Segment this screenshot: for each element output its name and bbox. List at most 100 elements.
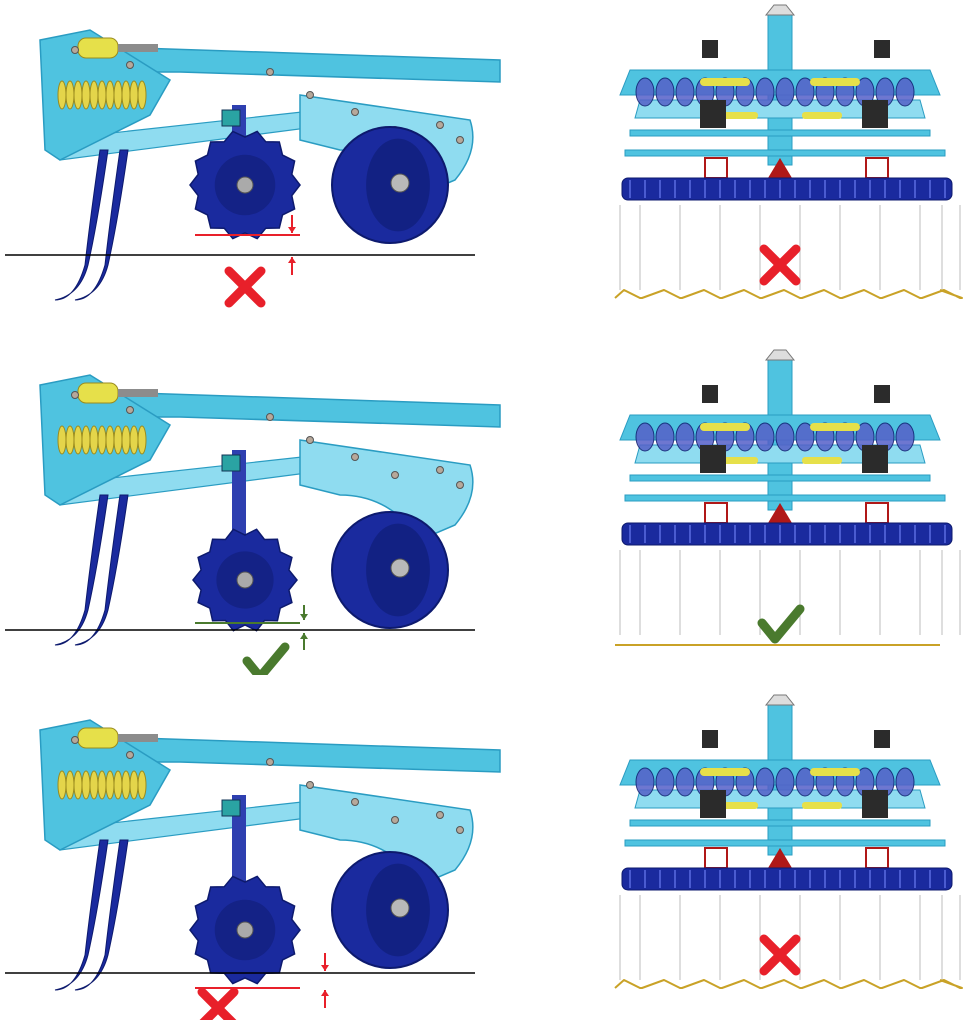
hydraulic-cylinder (78, 383, 118, 403)
left-cylinder (700, 423, 750, 431)
cultivator-side-view (40, 375, 500, 645)
packer-roller-row (622, 178, 952, 200)
right-cylinder (810, 423, 860, 431)
left-weight (700, 790, 726, 818)
bolt-icon (437, 122, 444, 129)
bolt-icon (267, 414, 274, 421)
bolt-icon (127, 407, 134, 414)
packer-roller-row (622, 523, 952, 545)
right-light-box (874, 385, 890, 403)
bolt-icon (307, 92, 314, 99)
packer-roller (332, 852, 448, 968)
left-warning-sign (705, 503, 727, 523)
bolt-icon (457, 482, 464, 489)
rear-view-row-1 (600, 0, 964, 330)
depth-arrow-icon (300, 605, 308, 620)
spring (58, 81, 146, 109)
right-warning-sign (866, 503, 888, 523)
cylinder-rod (118, 389, 158, 397)
right-weight (862, 445, 888, 473)
tine-rail (630, 130, 930, 136)
cultivator-side-view (40, 720, 500, 990)
hitch-top (766, 350, 794, 360)
left-warning-sign (705, 158, 727, 178)
packer-roller (332, 512, 448, 628)
bolt-icon (437, 467, 444, 474)
side-view-row-3 (0, 690, 510, 1020)
cross-icon (764, 939, 796, 971)
bolt-icon (392, 472, 399, 479)
bolt-icon (127, 752, 134, 759)
hydraulic-cylinder (78, 38, 118, 58)
bolt-icon (352, 454, 359, 461)
left-cylinder (700, 78, 750, 86)
spring (58, 771, 146, 799)
tine-rail (630, 475, 930, 481)
bolt-icon (392, 817, 399, 824)
right-lower-cylinder (802, 802, 842, 809)
soil-profile-line (615, 290, 962, 298)
soil-profile-line (615, 980, 962, 988)
cylinder-rod (118, 44, 158, 52)
cultivator-tines (55, 495, 128, 645)
cultivator-side-view (40, 30, 500, 300)
left-light-box (702, 385, 718, 403)
right-cylinder (810, 78, 860, 86)
cutting-disc (190, 876, 300, 983)
cultivator-tines (55, 150, 128, 300)
cutting-disc (190, 131, 300, 238)
check-icon (247, 647, 285, 675)
right-lower-cylinder (802, 112, 842, 119)
bolt-icon (72, 47, 79, 54)
bolt-icon (457, 137, 464, 144)
depth-arrow-icon (321, 990, 329, 1008)
right-light-box (874, 730, 890, 748)
bolt-icon (307, 782, 314, 789)
cutting-disc (193, 529, 297, 630)
cultivator-rear-view (620, 695, 952, 890)
cross-icon (764, 249, 796, 281)
right-light-box (874, 40, 890, 58)
bolt-icon (352, 799, 359, 806)
packer-roller-row (622, 868, 952, 890)
packer-roller (332, 127, 448, 243)
cross-icon (202, 992, 234, 1020)
hitch-top (766, 5, 794, 15)
cultivator-rear-view (620, 5, 952, 200)
left-light-box (702, 730, 718, 748)
depth-arrow-icon (321, 953, 329, 971)
hydraulic-cylinder (78, 728, 118, 748)
cultivator-rear-view (620, 350, 952, 545)
left-cylinder (700, 768, 750, 776)
bolt-icon (267, 69, 274, 76)
left-warning-sign (705, 848, 727, 868)
disc-bracket (222, 110, 240, 126)
bolt-icon (352, 109, 359, 116)
side-view-row-1 (0, 0, 510, 330)
right-cylinder (810, 768, 860, 776)
bolt-icon (127, 62, 134, 69)
bolt-icon (457, 827, 464, 834)
hitch-top (766, 695, 794, 705)
bolt-icon (437, 812, 444, 819)
depth-arrow-icon (300, 633, 308, 650)
bolt-icon (267, 759, 274, 766)
right-warning-sign (866, 158, 888, 178)
side-view-row-2 (0, 345, 510, 675)
rear-rail (625, 495, 945, 501)
right-weight (862, 790, 888, 818)
right-lower-cylinder (802, 457, 842, 464)
check-icon (762, 609, 800, 639)
cultivator-tines (55, 840, 128, 990)
bolt-icon (72, 737, 79, 744)
left-weight (700, 100, 726, 128)
left-light-box (702, 40, 718, 58)
spring (58, 426, 146, 454)
tine-rail (630, 820, 930, 826)
right-warning-sign (866, 848, 888, 868)
right-weight (862, 100, 888, 128)
bolt-icon (72, 392, 79, 399)
rear-view-row-3 (600, 690, 964, 1020)
cylinder-rod (118, 734, 158, 742)
rear-rail (625, 150, 945, 156)
